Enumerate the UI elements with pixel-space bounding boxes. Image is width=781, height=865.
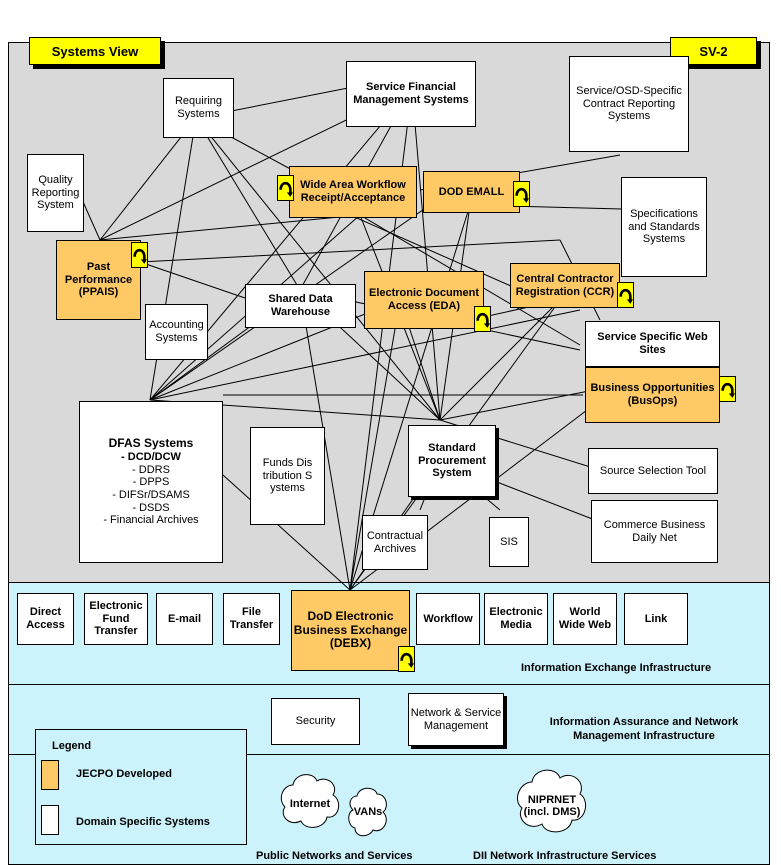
funds-distribution-systems: Funds Distribution Systems bbox=[250, 427, 325, 525]
accounting-systems: Accounting Systems bbox=[145, 304, 208, 360]
vans-cloud-icon bbox=[348, 787, 387, 837]
dii-network-label: DII Network Infrastructure Services bbox=[473, 850, 657, 862]
electronic-document-access: Electronic Document Access (EDA) bbox=[364, 271, 484, 329]
past-performance: Past Performance (PPAIS) bbox=[56, 240, 141, 320]
dfas-item: - Financial Archives bbox=[103, 514, 199, 527]
file-transfer: File Transfer bbox=[223, 593, 280, 645]
dfas-item: - DIFSr/DSAMS bbox=[112, 488, 190, 501]
contractual-archives: Contractual Archives bbox=[362, 515, 428, 570]
dod-electronic-business-exchange: DoD Electronic Business Exchange (DEBX) bbox=[291, 590, 410, 671]
email: E-mail bbox=[156, 593, 213, 645]
internet-label: Internet bbox=[289, 798, 331, 810]
exchange-band-label: Information Exchange Infrastructure bbox=[521, 662, 712, 674]
view-title-tag: Systems View bbox=[29, 37, 161, 65]
legend-domain-label: Domain Specific Systems bbox=[76, 816, 210, 828]
security: Security bbox=[271, 698, 360, 745]
network-service-management: Network & Service Management bbox=[408, 693, 504, 746]
jecpo-arrow-icon bbox=[719, 376, 736, 402]
jecpo-arrow-icon bbox=[131, 242, 148, 268]
vans-label: VANs bbox=[353, 806, 383, 818]
dfas-item: - DSDS bbox=[132, 501, 170, 514]
standard-procurement-system: Standard Procurement System bbox=[408, 425, 496, 497]
dfas-item: - DPPS bbox=[132, 476, 170, 489]
electronic-fund-transfer: Electronic Fund Transfer bbox=[84, 593, 148, 645]
jecpo-arrow-icon bbox=[617, 282, 634, 308]
service-specific-web-sites: Service Specific Web Sites bbox=[585, 321, 720, 367]
jecpo-arrow-icon bbox=[474, 306, 491, 332]
legend-swatch-developed bbox=[41, 760, 59, 790]
internet-cloud-icon bbox=[280, 774, 340, 828]
electronic-media: Electronic Media bbox=[484, 593, 548, 645]
niprnet-cloud-icon bbox=[517, 769, 587, 833]
legend: Legend JECPO Developed Domain Specific S… bbox=[35, 729, 247, 845]
jecpo-arrow-icon bbox=[513, 181, 530, 207]
quality-reporting-system: Quality Reporting System bbox=[27, 154, 84, 232]
world-wide-web: World Wide Web bbox=[553, 593, 617, 645]
service-osd-contract-reporting: Service/OSD-Specific Contract Reporting … bbox=[569, 56, 689, 152]
central-contractor-registration: Central Contractor Registration (CCR) bbox=[510, 263, 620, 308]
sis-system: SIS bbox=[489, 517, 529, 567]
niprnet-label: NIPRNET (incl. DMS) bbox=[523, 794, 581, 818]
jecpo-arrow-icon bbox=[277, 175, 294, 201]
dfas-title: DFAS Systems bbox=[108, 436, 194, 451]
requiring-systems: Requiring Systems bbox=[163, 78, 234, 138]
business-opportunities: Business Opportunities (BusOps) bbox=[585, 367, 720, 423]
link: Link bbox=[624, 593, 688, 645]
service-financial-management-systems: Service Financial Management Systems bbox=[346, 61, 476, 127]
source-selection-tool: Source Selection Tool bbox=[588, 448, 718, 494]
legend-swatch-domain bbox=[41, 805, 59, 835]
assurance-band-label: Information Assurance and Network Manage… bbox=[549, 716, 739, 743]
commerce-business-daily-net: Commerce Business Daily Net bbox=[591, 500, 718, 563]
specifications-standards-systems: Specifications and Standards Systems bbox=[621, 177, 707, 277]
dod-emall: DOD EMALL bbox=[423, 171, 520, 213]
dfas-item: - DCD/DCW bbox=[121, 450, 181, 463]
legend-developed-label: JECPO Developed bbox=[76, 768, 172, 780]
jecpo-arrow-icon bbox=[398, 646, 415, 672]
direct-access: Direct Access bbox=[17, 593, 74, 645]
wide-area-workflow: Wide Area Workflow Receipt/Acceptance bbox=[289, 166, 417, 218]
dfas-item: - DDRS bbox=[132, 463, 170, 476]
public-networks-label: Public Networks and Services bbox=[256, 850, 413, 862]
dfas-systems: DFAS Systems - DCD/DCW - DDRS - DPPS - D… bbox=[79, 401, 223, 563]
workflow: Workflow bbox=[416, 593, 480, 645]
shared-data-warehouse: Shared Data Warehouse bbox=[245, 284, 356, 328]
legend-title: Legend bbox=[52, 740, 92, 752]
